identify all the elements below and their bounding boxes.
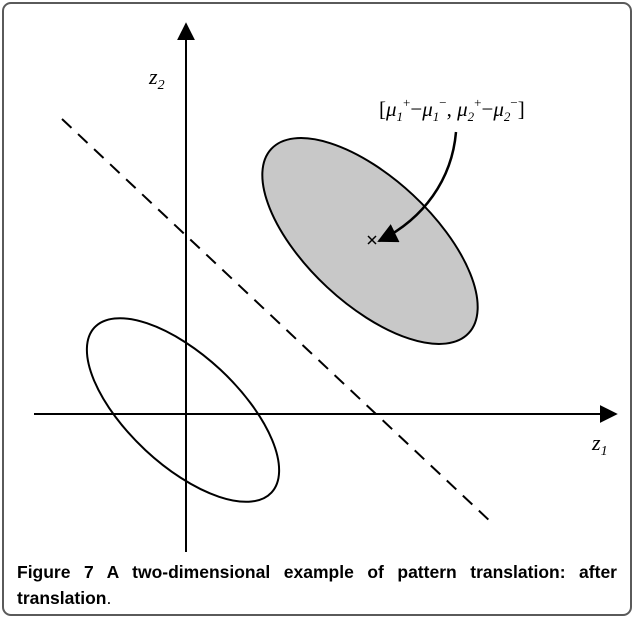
center-annotation: [μ1+−μ1−, μ2+−μ2−] bbox=[379, 95, 525, 124]
figure-caption: Figure 7 A two-dimensional example of pa… bbox=[17, 559, 617, 611]
caption-label: Figure 7 bbox=[17, 562, 94, 582]
diagram: z2 z1 [μ1+−μ1−, μ2+−μ2−] bbox=[34, 22, 618, 552]
y-axis-label: z2 bbox=[148, 64, 165, 93]
center-marker bbox=[367, 235, 377, 245]
annotation-arrow bbox=[377, 131, 458, 243]
caption-period: . bbox=[106, 588, 112, 608]
x-axis-label: z1 bbox=[591, 430, 608, 459]
decision-boundary bbox=[61, 118, 493, 524]
caption-text: A two-dimensional example of pattern tra… bbox=[17, 562, 617, 608]
outline-ellipse bbox=[85, 317, 281, 503]
figure-frame: z2 z1 [μ1+−μ1−, μ2+−μ2−] Figure 7 A two-… bbox=[2, 2, 632, 616]
